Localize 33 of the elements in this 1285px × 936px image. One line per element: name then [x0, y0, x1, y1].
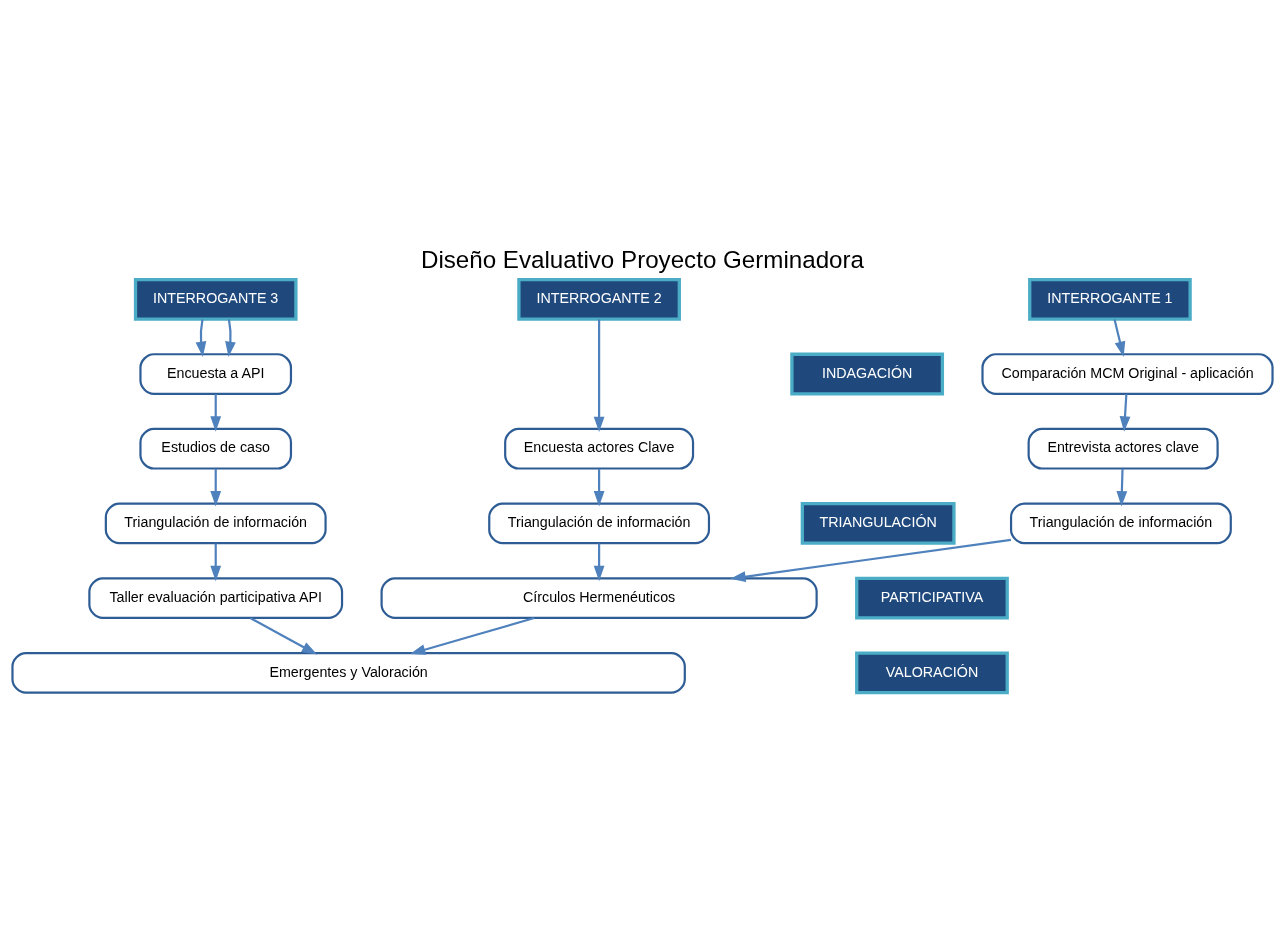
node-box: Encuesta a API	[139, 352, 293, 395]
arrow	[1113, 318, 1126, 357]
node-box: INDAGACIÓN	[790, 352, 945, 395]
arrow	[593, 543, 605, 581]
arrow	[593, 318, 605, 432]
arrow	[1119, 393, 1131, 432]
node-box: TRIANGULACIÓN	[800, 501, 956, 545]
arrow	[410, 616, 535, 655]
node-box: Triangulación de información	[104, 502, 327, 544]
node-box: Triangulación de información	[1009, 502, 1232, 544]
diagram-title: Diseño Evaluativo Proyecto Germinadora	[420, 245, 865, 273]
arrow	[210, 468, 222, 506]
node-box: Triangulación de información	[488, 502, 711, 544]
node-box: INTERROGANTE 1	[1028, 277, 1192, 321]
node-box: VALORACIÓN	[855, 650, 1009, 694]
arrow	[249, 616, 318, 655]
arrow	[210, 393, 222, 432]
node-box: INTERROGANTE 2	[517, 277, 681, 321]
node-box: Entrevista actores clave	[1027, 427, 1219, 470]
node-box: Taller evaluación participativa API	[88, 576, 344, 619]
node-box: Estudios de caso	[139, 427, 293, 470]
arrow	[225, 318, 236, 357]
arrow	[210, 543, 222, 581]
node-box: INTERROGANTE 3	[133, 277, 298, 321]
node-box: Círculos Hermenéuticos	[380, 576, 818, 619]
node-box: Emergentes y Valoración	[11, 651, 686, 694]
node-box: Encuesta actores Clave	[504, 427, 695, 470]
arrow	[195, 318, 207, 357]
arrow	[730, 538, 1012, 582]
node-box: PARTICIPATIVA	[855, 576, 1009, 620]
node-box: Comparación MCM Original - aplicación	[981, 352, 1274, 395]
arrow	[593, 468, 605, 506]
arrow	[1116, 468, 1128, 506]
